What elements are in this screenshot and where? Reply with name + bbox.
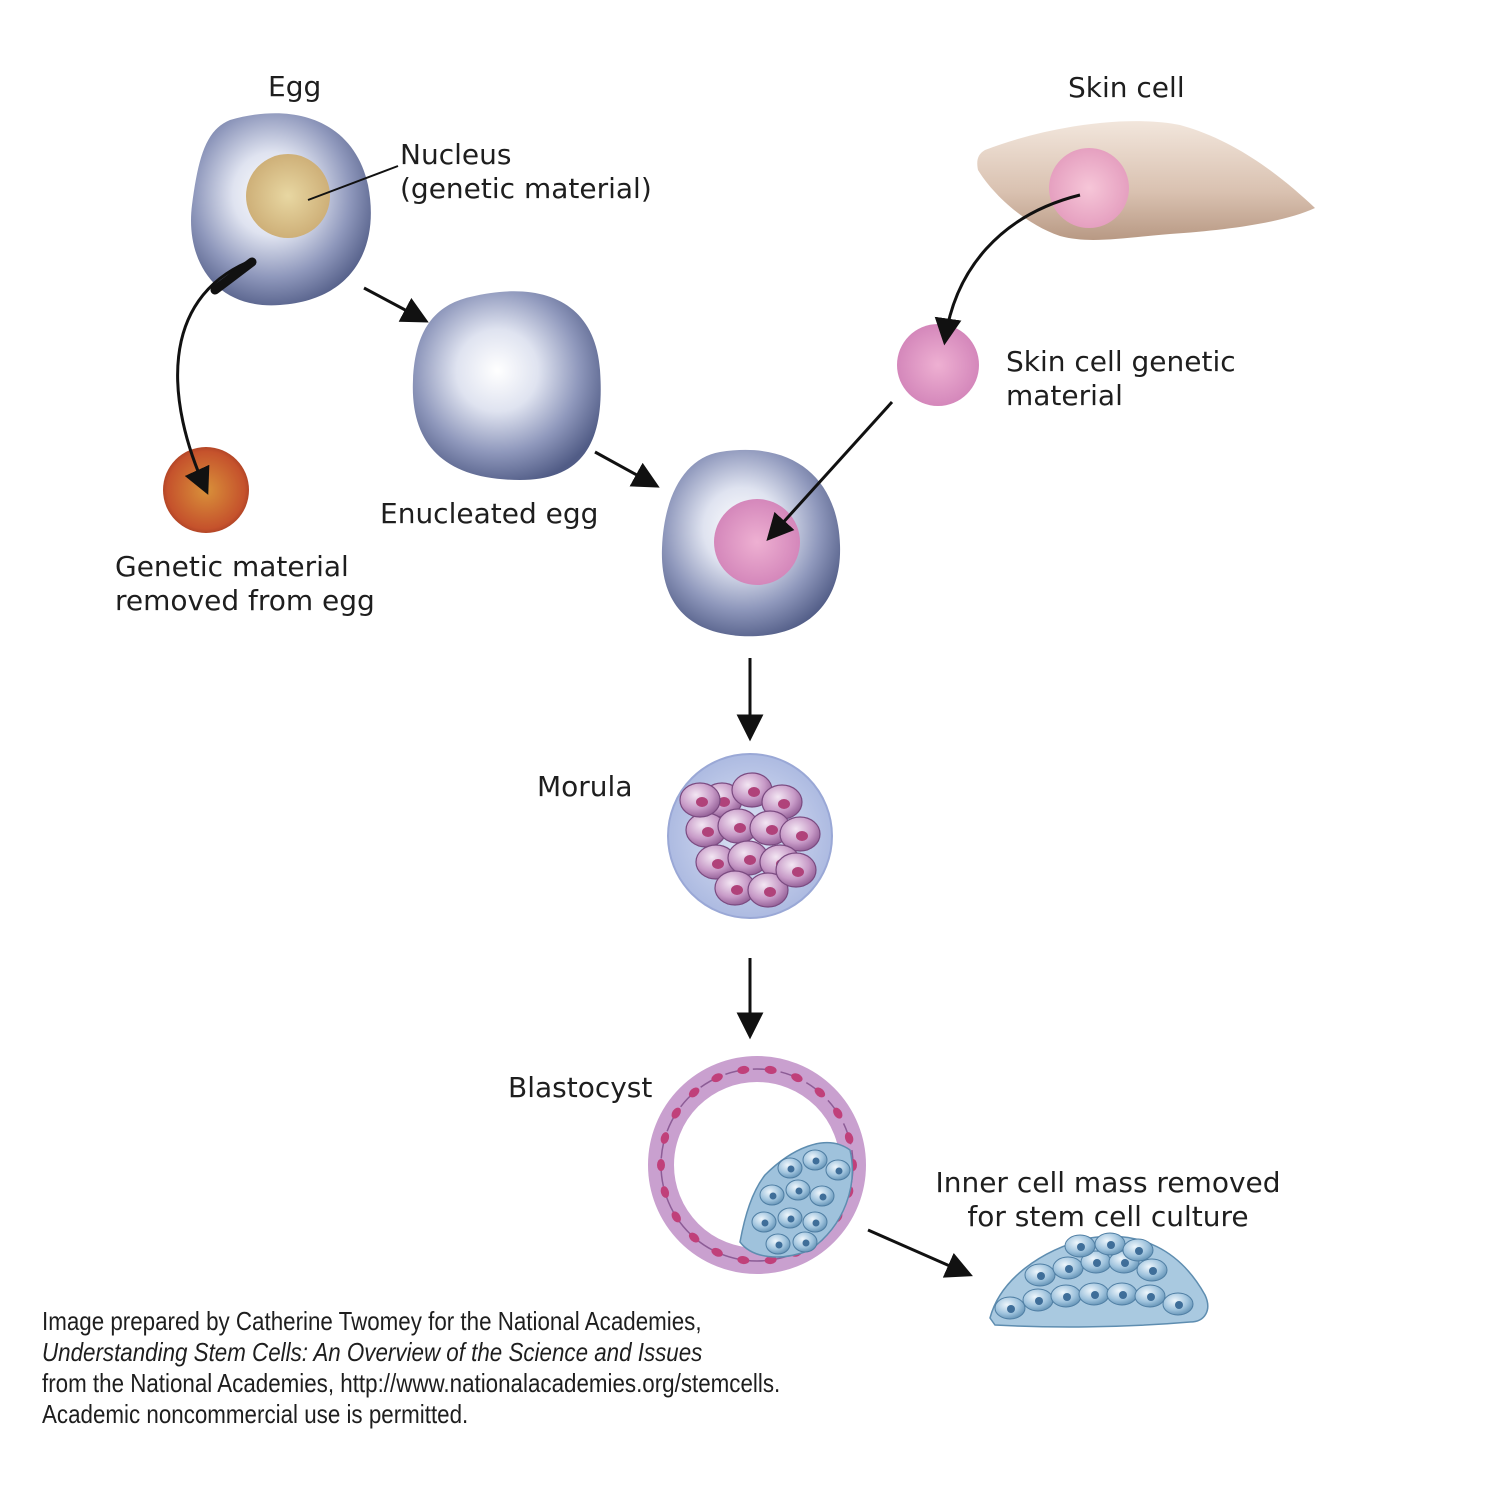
label-inner-cell-mass: Inner cell mass removed for stem cell cu…	[935, 1166, 1281, 1233]
arrow-skin-to-genetic	[934, 193, 1081, 346]
inner-cell-nucleus	[812, 1157, 820, 1165]
culture-cell-nucleus	[1147, 1293, 1155, 1301]
reconstructed-egg	[661, 449, 841, 637]
inner-cell-nucleus	[819, 1193, 827, 1201]
inner-cell-nucleus	[835, 1167, 843, 1175]
inner-cell-nucleus	[795, 1187, 803, 1195]
label-blastocyst: Blastocyst	[508, 1071, 653, 1104]
morula-cell-nucleus	[764, 887, 776, 897]
egg-cell	[191, 113, 371, 306]
trophoblast-nucleus	[814, 1087, 826, 1098]
morula-cell-nucleus	[748, 787, 760, 797]
morula-cell-nucleus	[792, 867, 804, 877]
skin-cell	[977, 121, 1315, 240]
egg-removal-thick-stroke	[210, 257, 257, 295]
morula	[667, 753, 833, 919]
culture-cell-nucleus	[1037, 1272, 1045, 1280]
arrow-egg-to-enucleated	[363, 286, 429, 323]
label-morula: Morula	[537, 770, 633, 803]
culture-cell-nucleus	[1149, 1267, 1157, 1275]
culture-cell-nucleus	[1121, 1259, 1129, 1267]
label-nucleus: Nucleus (genetic material)	[400, 138, 652, 205]
egg-nucleus	[246, 154, 330, 238]
skin-cell-nucleus	[1049, 148, 1129, 228]
culture-cell-nucleus	[1093, 1259, 1101, 1267]
stem-cell-culture	[989, 1232, 1209, 1328]
trophoblast-nucleus	[764, 1255, 777, 1265]
arrow-genetic-to-egg	[766, 400, 894, 542]
arrow-egg-to-removed	[176, 260, 249, 495]
inner-cell-nucleus	[802, 1239, 810, 1247]
morula-cell-nucleus	[744, 855, 756, 865]
enucleated-egg-cell	[412, 291, 601, 480]
culture-cell-nucleus	[1135, 1247, 1143, 1255]
trophoblast-nucleus	[844, 1132, 854, 1144]
skin-genetic-material	[897, 324, 979, 406]
culture-cell-nucleus	[1077, 1243, 1085, 1251]
inner-cell-nucleus	[761, 1219, 769, 1227]
trophoblast-nucleus	[833, 1107, 843, 1119]
inner-cell-nucleus	[812, 1219, 820, 1227]
morula-cell-nucleus	[712, 859, 724, 869]
morula-cell-nucleus	[766, 825, 778, 835]
morula-cell-nucleus	[731, 885, 743, 895]
trophoblast-nucleus	[660, 1186, 670, 1198]
culture-cell-nucleus	[1063, 1293, 1071, 1301]
trophoblast-nucleus	[688, 1087, 700, 1098]
culture-cell-nucleus	[1107, 1241, 1115, 1249]
trophoblast-nucleus	[711, 1073, 723, 1083]
morula-cell-nucleus	[696, 797, 708, 807]
trophoblast-nucleus	[791, 1073, 803, 1083]
credit-line-4: Academic noncommercial use is permitted.	[42, 1399, 469, 1429]
credit-line-3: from the National Academies, http://www.…	[42, 1368, 781, 1398]
inner-cell-nucleus	[769, 1192, 777, 1200]
image-credit: Image prepared by Catherine Twomey for t…	[42, 1306, 780, 1430]
morula-cell-nucleus	[718, 797, 730, 807]
label-genetic-material-removed: Genetic material removed from egg	[115, 550, 375, 617]
trophoblast-nucleus	[764, 1065, 777, 1075]
credit-line-1: Image prepared by Catherine Twomey for t…	[42, 1306, 702, 1336]
trophoblast-nucleus	[671, 1107, 681, 1119]
arrow-blastocyst-to-culture	[867, 1228, 973, 1278]
label-egg: Egg	[268, 70, 322, 103]
arrows	[176, 193, 1081, 1278]
morula-cell-nucleus	[796, 831, 808, 841]
blastocyst	[648, 1056, 866, 1274]
nucleus-leader-line	[307, 165, 399, 201]
trophoblast-nucleus	[737, 1065, 750, 1075]
inner-cell-nucleus	[787, 1165, 795, 1173]
trophoblast-nucleus	[737, 1255, 750, 1265]
culture-cell-nucleus	[1119, 1291, 1127, 1299]
morula-cell-nucleus	[778, 799, 790, 809]
trophoblast-nucleus	[660, 1132, 670, 1144]
culture-cell-nucleus	[1035, 1297, 1043, 1305]
transferred-nucleus	[714, 499, 800, 585]
trophoblast-nucleus	[657, 1159, 665, 1171]
culture-cell-nucleus	[1065, 1265, 1073, 1273]
culture-cell-nucleus	[1175, 1301, 1183, 1309]
trophoblast-nucleus	[688, 1232, 700, 1243]
morula-cell-nucleus	[734, 823, 746, 833]
credit-line-2: Understanding Stem Cells: An Overview of…	[42, 1337, 703, 1367]
label-enucleated-egg: Enucleated egg	[380, 497, 599, 530]
culture-cell-nucleus	[1007, 1305, 1015, 1313]
culture-cell-nucleus	[1091, 1291, 1099, 1299]
morula-cell-nucleus	[702, 827, 714, 837]
label-skin-genetic-material: Skin cell genetic material	[1006, 345, 1236, 412]
trophoblast-nucleus	[671, 1211, 681, 1223]
inner-cell-nucleus	[775, 1241, 783, 1249]
arrow-enucleated-to-reconstructed	[594, 450, 660, 488]
label-skin-cell: Skin cell	[1068, 71, 1185, 104]
trophoblast-nucleus	[711, 1247, 723, 1257]
inner-cell-nucleus	[787, 1215, 795, 1223]
